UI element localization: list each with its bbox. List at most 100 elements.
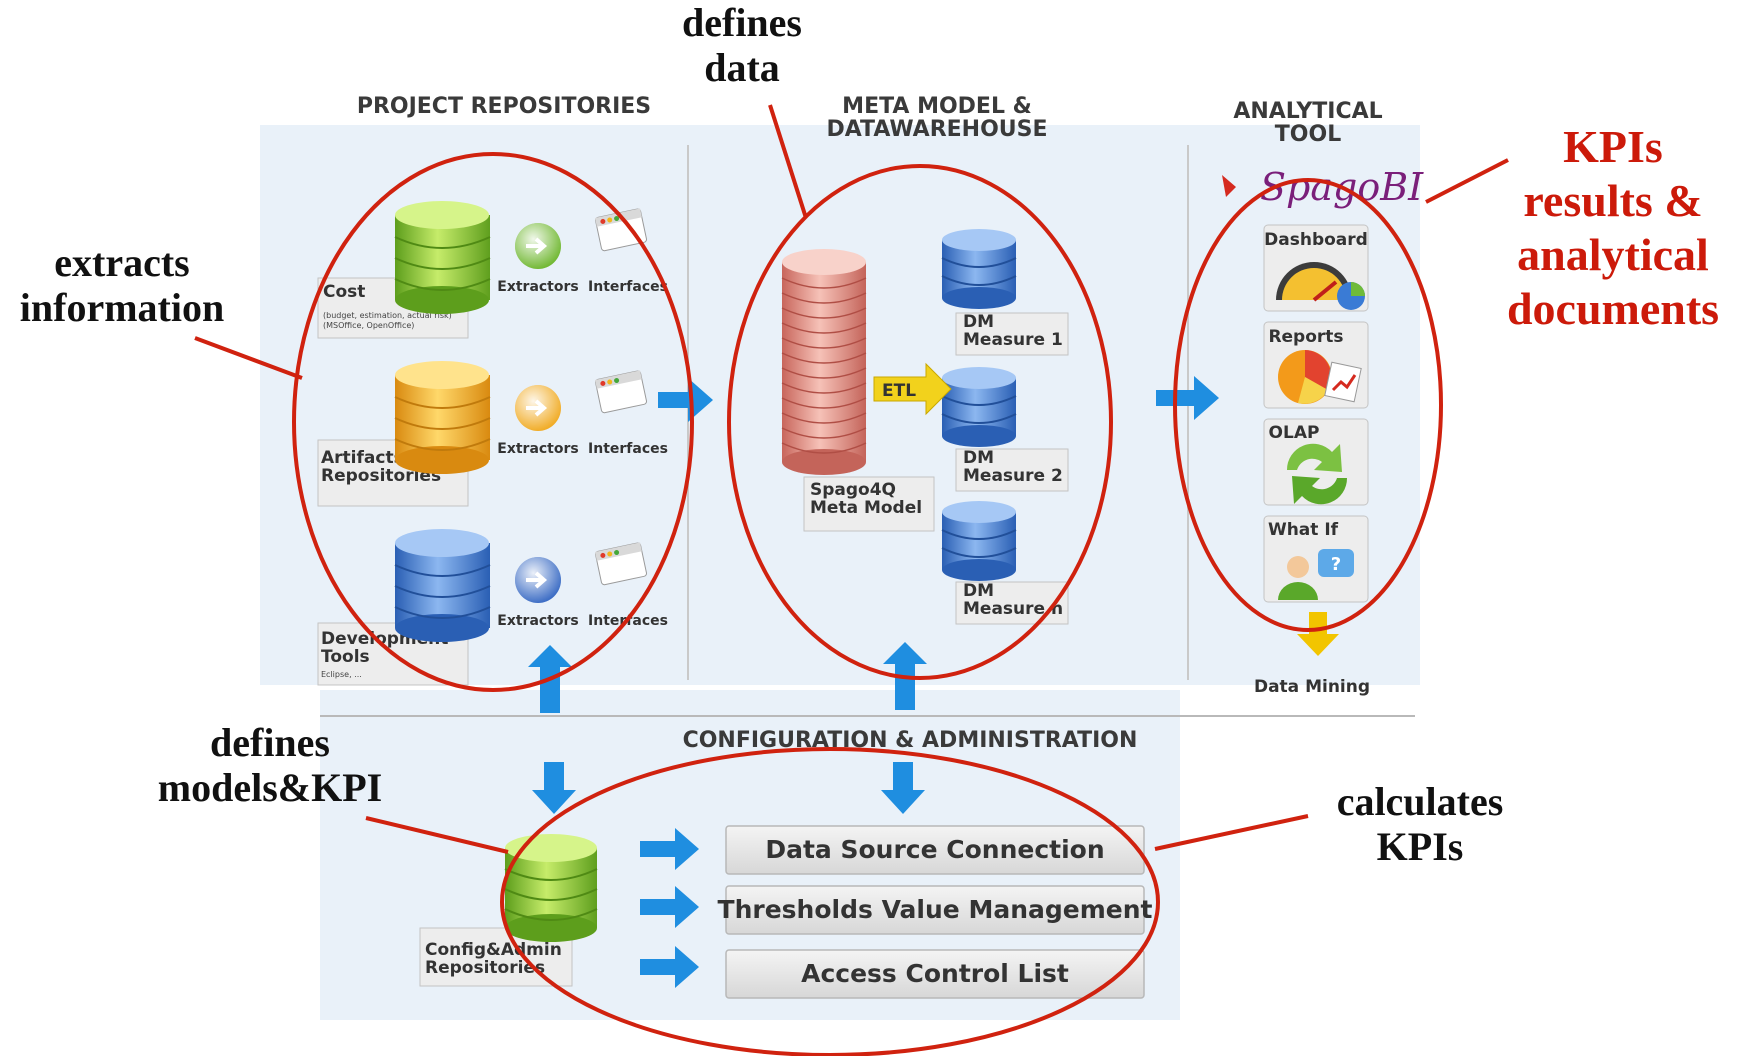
highlight-ellipse-repositories [292,152,694,692]
metamodel-label-1: Spago4Q [810,480,896,500]
config-repo-label-1: Config&Admin [425,940,562,960]
highlight-ellipse-config [500,747,1160,1056]
speech-bubble-icon: ? [1318,549,1354,577]
annotation-kpis-3: analytical [1517,229,1709,280]
dm-label-2: DM [963,448,994,468]
artifacts-label-2: Repositories [321,466,441,486]
data-mining-arrow-icon [1297,612,1339,656]
olap-cycle-icon [1286,443,1348,505]
measure-n-label: Measure n [963,599,1063,619]
section-title-analytical-2: TOOL [1275,122,1341,147]
extractor-icon-orange [515,385,561,431]
interface-window-icon-2 [595,370,648,414]
highlight-ellipse-analytical [1173,178,1443,632]
measure-2-label: Measure 2 [963,466,1063,486]
annotation-defines-models-1: defines [210,720,330,765]
artifacts-database-icon [394,361,491,474]
arrow-right-bar-3 [640,946,699,988]
annotation-kpis-2: results & [1523,175,1702,226]
leader-defines-models [365,816,509,854]
interfaces-label-2: Interfaces [588,441,668,457]
arrow-right-bar-2 [640,886,699,928]
leader-calculates [1154,814,1309,851]
annotation-defines-data-1: defines [682,0,802,45]
data-mining-label: Data Mining [1254,677,1370,697]
dm-measure-n: DM Measure n [955,581,1069,625]
section-title-metamodel-2: DATAWAREHOUSE [826,117,1047,142]
section-title-config: CONFIGURATION & ADMINISTRATION [683,728,1138,753]
reports-tool: Reports [1263,321,1369,409]
measure-1-label: Measure 1 [963,330,1063,350]
metamodel-card: Spago4Q Meta Model [803,476,935,532]
interface-window-icon-1 [595,208,648,252]
leader-kpis [1425,158,1509,204]
etl-arrow-icon: ETL [873,362,952,416]
annotation-defines-data-2: data [704,45,780,90]
pie-chart-icon-small [1337,282,1365,310]
dm-measure-1: DM Measure 1 [955,312,1069,356]
section-title-analytical-1: ANALYTICAL [1233,99,1382,124]
cost-note-1: (budget, estimation, actual risk) [323,311,452,320]
annotation-calculates-1: calculates [1337,779,1504,824]
pie-chart-icon [1278,350,1332,404]
access-control-list-label: Access Control List [801,959,1069,988]
config-database-icon [504,834,598,942]
devtools-note: Eclipse, ... [321,670,362,679]
devtools-database-icon [394,529,491,642]
dm-measure-2-database-icon [941,367,1017,447]
olap-label: OLAP [1269,423,1320,443]
arrow-down-to-config-repo [532,762,576,814]
extractor-icon-green [515,223,561,269]
access-control-list-bar: Access Control List [725,949,1145,999]
arrow-right-repos-to-metamodel [658,378,713,422]
arrow-down-to-config-bars [881,762,925,814]
annotation-calculates-2: KPIs [1377,824,1464,869]
cost-note-2: (MSOffice, OpenOffice) [323,321,414,330]
interface-window-icon-3 [595,542,648,586]
section-title-repositories: PROJECT REPOSITORIES [357,94,651,119]
cost-label: Cost [323,282,365,302]
dm-measure-n-database-icon [941,501,1017,581]
extractors-label-3: Extractors [497,613,578,629]
dm-label-n: DM [963,581,994,601]
devtools-label-2: Tools [321,647,370,667]
annotation-extracts-2: information [20,285,224,330]
report-document-icon [1324,361,1362,403]
leader-defines-data [768,104,808,219]
annotation-kpis-1: KPIs [1563,121,1663,172]
dashboard-tool: Dashboard [1263,224,1369,312]
metamodel-label-2: Meta Model [810,498,922,518]
whatif-tool: What If ? [1263,515,1369,603]
annotation-kpis-4: documents [1507,283,1719,334]
dashboard-label: Dashboard [1264,230,1368,250]
whatif-label: What If [1268,520,1339,540]
dm-measure-1-database-icon [941,229,1017,309]
arrow-right-bar-1 [640,828,699,870]
annotation-extracts-1: extracts [54,240,189,285]
cost-database-icon [394,201,491,314]
extractors-label-2: Extractors [497,441,578,457]
interfaces-label-1: Interfaces [588,279,668,295]
data-source-connection-bar: Data Source Connection [725,825,1145,875]
thresholds-value-management-bar: Thresholds Value Management [718,885,1153,935]
arrow-right-metamodel-to-analytical [1156,376,1219,420]
reports-label: Reports [1268,327,1343,347]
etl-label: ETL [882,381,916,401]
highlight-ellipse-metamodel [727,164,1113,680]
annotation-defines-models-2: models&KPI [158,765,382,810]
dm-label-1: DM [963,312,994,332]
gauge-icon [1276,262,1352,302]
extractor-icon-blue [515,557,561,603]
data-source-connection-label: Data Source Connection [765,835,1104,864]
section-title-metamodel-1: META MODEL & [842,94,1032,119]
person-icon [1278,556,1318,600]
spago4q-metamodel-stack-icon [781,249,867,475]
svg-text:?: ? [1331,554,1341,575]
thresholds-value-management-label: Thresholds Value Management [718,895,1153,924]
config-repo-label-2: Repositories [425,958,545,978]
artifacts-label-1: Artifacts [321,448,404,468]
olap-tool: OLAP [1263,418,1369,506]
extractors-label-1: Extractors [497,279,578,295]
leader-extracts [194,336,303,380]
